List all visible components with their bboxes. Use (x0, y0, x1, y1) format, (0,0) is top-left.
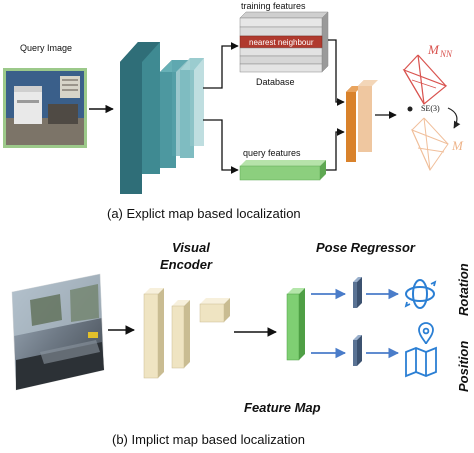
map-pin-icon (405, 322, 437, 378)
position-label: Position (456, 341, 471, 392)
pose-estimator-block (346, 80, 378, 162)
se3-dot (407, 106, 413, 112)
training-features-label: training features (241, 1, 306, 11)
encoder-block-1 (120, 42, 160, 194)
m-nn-subscript: NN (439, 49, 453, 59)
se3-label: SE(3) (421, 104, 440, 113)
m-wireframe (411, 117, 449, 172)
encoder-block-3 (180, 58, 204, 158)
feature-map-label: Feature Map (244, 400, 321, 415)
m-nn-wireframe (402, 54, 448, 105)
feature-map-block (286, 288, 305, 361)
rotation-label: Rotation (456, 263, 471, 316)
visual-encoder-block-3 (199, 298, 230, 323)
position-regressor-block (353, 335, 362, 366)
nearest-neighbour-label: nearest neighbour (249, 38, 314, 47)
caption-b: (b) Implict map based localization (112, 432, 305, 447)
street-photo-thumbnail (11, 273, 105, 391)
query-features-label: query features (243, 148, 301, 158)
to-query-features-arrow (203, 119, 239, 174)
db-to-matcher-arrow (328, 39, 345, 106)
query-image-label: Query Image (20, 43, 72, 53)
visual-encoder-block-1 (143, 288, 164, 379)
visual-encoder-label-line2: Encoder (160, 257, 213, 272)
visual-encoder-block-2 (171, 300, 190, 369)
database-stack (239, 11, 329, 73)
se3-transform-arrow (447, 107, 461, 129)
rotation-icon (404, 279, 437, 309)
m-nn-label: M (427, 42, 440, 57)
query-features-bar (239, 160, 326, 181)
database-label: Database (256, 77, 295, 87)
query-to-matcher-arrow (326, 128, 345, 171)
pose-regressor-label: Pose Regressor (316, 240, 416, 255)
visual-encoder-label-line1: Visual (172, 240, 210, 255)
office-photo-thumbnail (3, 68, 87, 148)
rotation-regressor-block (353, 277, 362, 308)
caption-a: (a) Explict map based localization (107, 206, 301, 221)
to-database-arrow (203, 42, 239, 89)
m-label: M (451, 138, 464, 153)
